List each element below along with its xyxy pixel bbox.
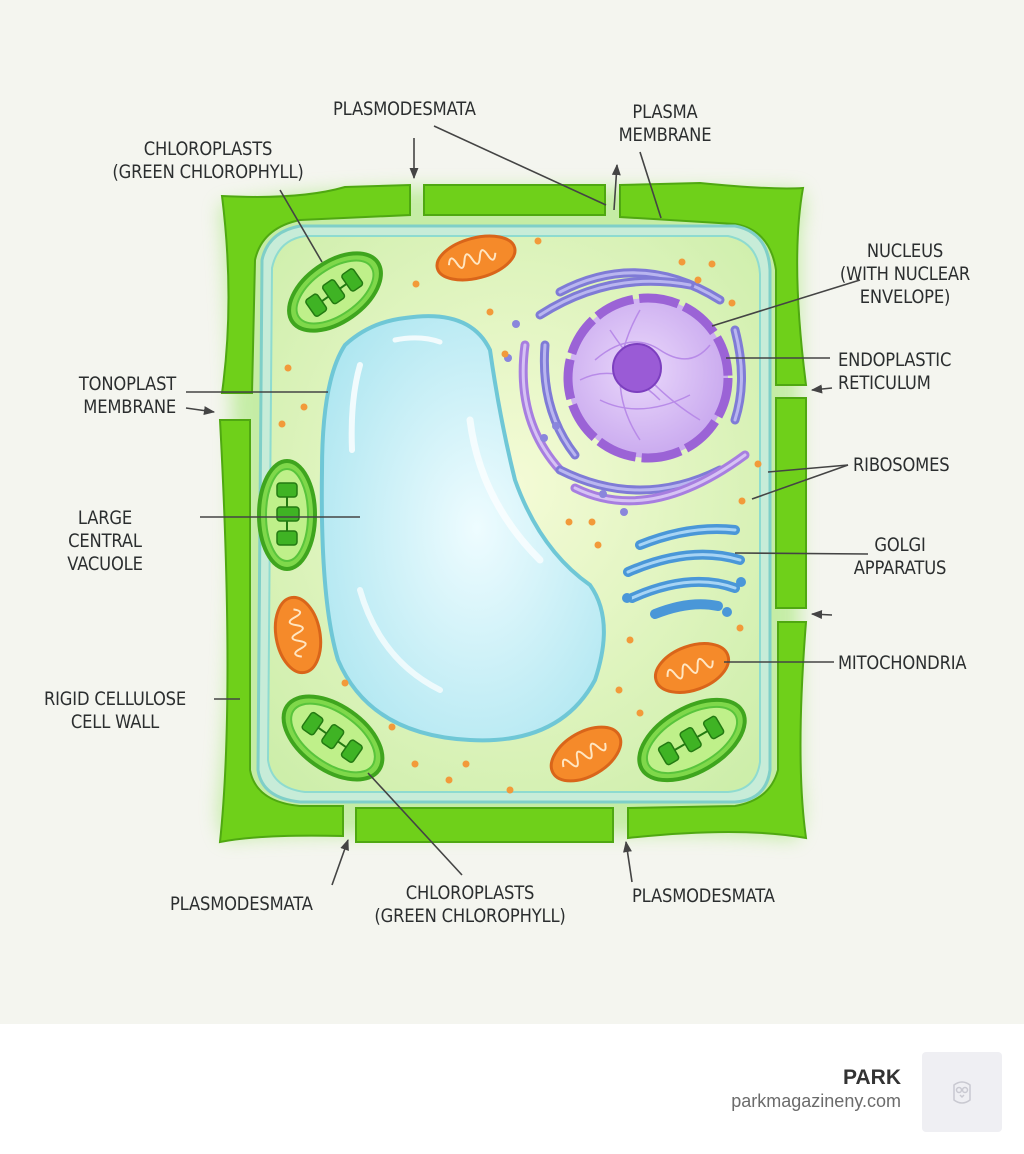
label-chloroplasts-top: CHLOROPLASTS (GREEN CHLOROPHYLL) <box>112 138 304 183</box>
label-golgi-apparatus: GOLGI APPARATUS <box>853 534 947 579</box>
brand-name: PARK <box>843 1066 901 1089</box>
mitochondrion-top <box>435 234 517 282</box>
brand-url[interactable]: parkmagazineny.com <box>731 1091 901 1111</box>
mitochondria <box>273 234 730 783</box>
large-central-vacuole <box>319 314 606 743</box>
label-cell-wall: RIGID CELLULOSE CELL WALL <box>43 688 187 733</box>
wall-bottom-right <box>627 621 808 840</box>
owl-logo-icon[interactable] <box>922 1052 1002 1132</box>
wall-top-right <box>619 181 808 386</box>
endoplasmic-reticulum <box>504 268 750 516</box>
wall-right-mid <box>775 397 807 609</box>
footer-bar: PARK parkmagazineny.com <box>0 1024 1024 1154</box>
label-ribosomes: RIBOSOMES <box>853 454 950 476</box>
wall-top-left <box>220 183 411 394</box>
label-tonoplast-membrane: TONOPLAST MEMBRANE <box>78 373 176 418</box>
mitochondrion-left <box>273 595 323 675</box>
chloroplast-bottom-right <box>637 697 747 783</box>
chloroplasts <box>257 251 747 783</box>
label-plasmodesmata-bottom-right: PLASMODESMATA <box>632 885 775 907</box>
wall-top-mid <box>423 184 606 216</box>
label-endoplastic-reticulum: ENDOPLASTIC RETICULUM <box>838 349 952 394</box>
plant-cell-diagram <box>185 125 869 886</box>
mitochondrion-right <box>654 642 730 694</box>
label-nucleus: NUCLEUS (WITH NUCLEAR ENVELOPE) <box>839 240 971 308</box>
owl-logo-graphic <box>953 1081 971 1104</box>
mitochondrion-bottom <box>549 725 623 783</box>
label-plasmodesmata-top: PLASMODESMATA <box>333 98 476 120</box>
label-large-central-vacuole: LARGE CENTRAL VACUOLE <box>67 507 143 575</box>
ribosomes <box>278 237 762 794</box>
golgi-apparatus <box>622 524 746 619</box>
wall-left-bottom <box>218 419 344 844</box>
chloroplast-left <box>257 459 317 571</box>
label-chloroplasts-bottom: CHLOROPLASTS (GREEN CHLOROPHYLL) <box>374 882 566 927</box>
label-plasmodesmata-bottom-left: PLASMODESMATA <box>170 893 313 915</box>
wall-bottom-mid <box>355 807 614 843</box>
label-plasma-membrane: PLASMA MEMBRANE <box>618 101 712 146</box>
leader-lines <box>185 125 869 886</box>
cell-wall <box>218 181 808 844</box>
chloroplast-top-left <box>287 251 383 333</box>
diagram-stage: PLASMODESMATA PLASMA MEMBRANE CHLOROPLAS… <box>43 98 971 927</box>
chloroplast-bottom-left <box>281 694 385 782</box>
label-mitochondria: MITOCHONDRIA <box>838 652 967 674</box>
nucleus <box>563 293 733 463</box>
